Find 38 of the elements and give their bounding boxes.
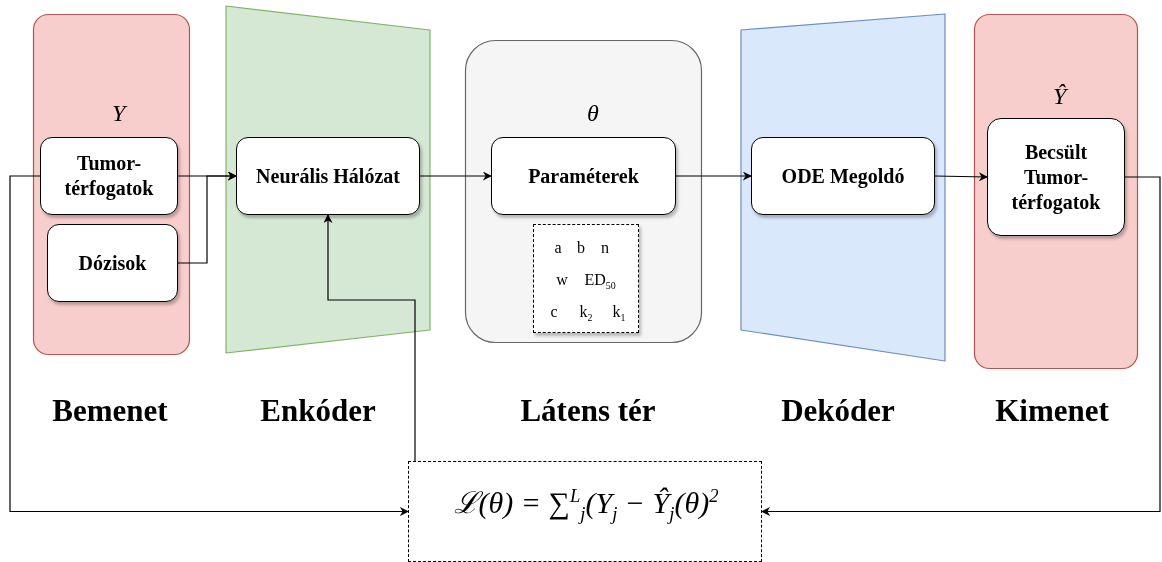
process-box	[236, 137, 420, 215]
column-title: Dekóder	[781, 393, 895, 429]
math-symbol: θ	[587, 99, 599, 128]
box-label: Dózisok	[77, 250, 148, 276]
output-box	[987, 118, 1125, 236]
loss-function-box	[408, 461, 762, 562]
parameter-symbol: k$_{2}$	[579, 302, 593, 325]
process-box	[751, 137, 935, 215]
arrow	[177, 171, 237, 264]
parameter-symbol: n	[601, 238, 609, 258]
arrow	[761, 176, 1161, 516]
box-label: Paraméterek	[527, 163, 640, 189]
column-title: Bemenet	[52, 393, 168, 429]
parameter-symbol: b	[577, 238, 585, 258]
column-title: Látens tér	[520, 393, 656, 429]
arrow	[675, 171, 752, 181]
arrow	[323, 214, 416, 462]
parameter-symbol: c	[550, 302, 558, 322]
column-title: Enkóder	[260, 393, 376, 429]
box-label: Neurális Hálózat	[255, 163, 401, 189]
parameter-symbol: w	[556, 270, 568, 290]
box-label: ODE Megoldó	[780, 163, 906, 189]
data-box	[47, 224, 178, 302]
box-label: Becsült Tumor- térfogatok	[1010, 139, 1102, 215]
data-box	[40, 137, 178, 215]
arrow	[934, 172, 988, 182]
arrow	[9, 175, 409, 516]
arrow	[419, 171, 492, 181]
math-symbol: Y	[112, 99, 126, 128]
parameter-symbol: a	[554, 238, 562, 258]
parameter-symbol: ED$_{50}$	[584, 270, 616, 293]
loss-formula: ℒ(θ) = ∑$^{L}$$_{j}$(Y$_{j}$ − Ŷ$_{j}$(θ)$^{2}$	[452, 484, 720, 526]
math-symbol: Ŷ	[1053, 82, 1067, 111]
process-box	[491, 137, 676, 215]
column-title: Kimenet	[995, 393, 1109, 429]
parameter-symbol: k$_{1}$	[612, 302, 626, 325]
parameter-box	[533, 224, 639, 333]
box-label: Tumor- térfogatok	[63, 151, 155, 201]
